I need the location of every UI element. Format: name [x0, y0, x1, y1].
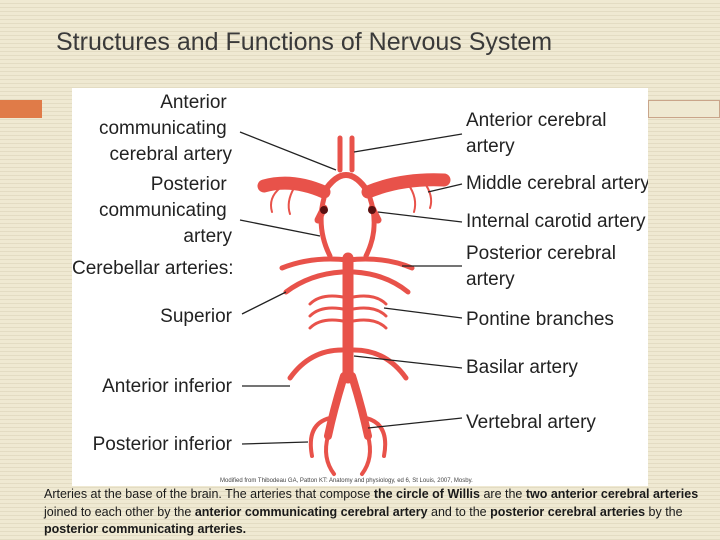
- circle-of-willis-diagram: Anterior communicating cerebral artery P…: [72, 92, 648, 484]
- label-middle-cerebral: Middle cerebral artery: [466, 173, 648, 194]
- leader-lines: [239, 131, 463, 445]
- label-basilar: Basilar artery: [466, 357, 578, 378]
- diagram-panel: Anterior communicating cerebral artery P…: [72, 88, 648, 486]
- artery-network: [257, 135, 451, 476]
- label-anterior-communicating: Anterior communicating cerebral artery: [99, 92, 233, 165]
- label-posterior-inferior: Posterior inferior: [93, 434, 233, 455]
- figure-caption: Arteries at the base of the brain. The a…: [44, 487, 699, 536]
- right-carotid-opening: [368, 206, 376, 214]
- label-internal-carotid: Internal carotid artery: [466, 211, 646, 232]
- left-carotid-opening: [320, 206, 328, 214]
- label-vertebral: Vertebral artery: [466, 412, 596, 433]
- figure-credit: Modified from Thibodeau GA, Patton KT: A…: [220, 478, 473, 484]
- label-posterior-cerebral: Posterior cerebral artery: [466, 243, 621, 290]
- accent-bar-left: [0, 100, 42, 118]
- label-anterior-cerebral: Anterior cerebral artery: [466, 110, 612, 157]
- slide-title: Structures and Functions of Nervous Syst…: [56, 28, 553, 56]
- label-anterior-inferior: Anterior inferior: [102, 376, 233, 397]
- accent-bar-right: [648, 100, 720, 118]
- label-cerebellar-arteries: Cerebellar arteries:: [72, 258, 234, 279]
- label-pontine-branches: Pontine branches: [466, 309, 614, 330]
- label-superior: Superior: [160, 306, 232, 327]
- label-posterior-communicating: Posterior communicating artery: [99, 174, 233, 247]
